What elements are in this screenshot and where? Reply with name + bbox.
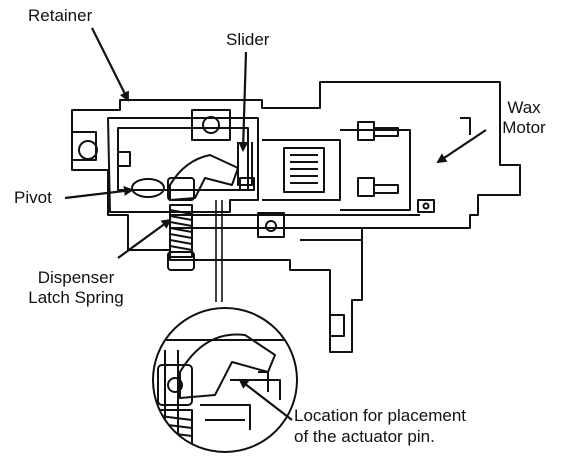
- dispenser-label-line2: Latch Spring: [28, 288, 124, 307]
- detail-leader: [215, 200, 223, 302]
- location-label-line1: Location for placement: [294, 406, 466, 425]
- slider-arrow: [238, 51, 249, 152]
- actuator-location-arrow: [238, 378, 293, 421]
- assembly-body: [71, 81, 521, 353]
- detail-inset: [152, 307, 298, 453]
- pivot-arrow: [64, 185, 134, 200]
- retainer-arrow: [91, 27, 129, 102]
- wax-motor-label-line1: Wax: [507, 98, 541, 117]
- location-label-line2: of the actuator pin.: [294, 427, 435, 446]
- dispenser-label-line1: Dispenser: [37, 268, 115, 287]
- wax-motor-arrow: [436, 129, 487, 164]
- slider-label: Slider: [226, 30, 270, 49]
- wax-motor-label-line2: Motor: [502, 118, 546, 137]
- retainer-label: Retainer: [28, 6, 93, 25]
- pivot-label: Pivot: [14, 188, 52, 207]
- callout-arrows: [64, 27, 487, 421]
- spring-arrow: [117, 218, 172, 259]
